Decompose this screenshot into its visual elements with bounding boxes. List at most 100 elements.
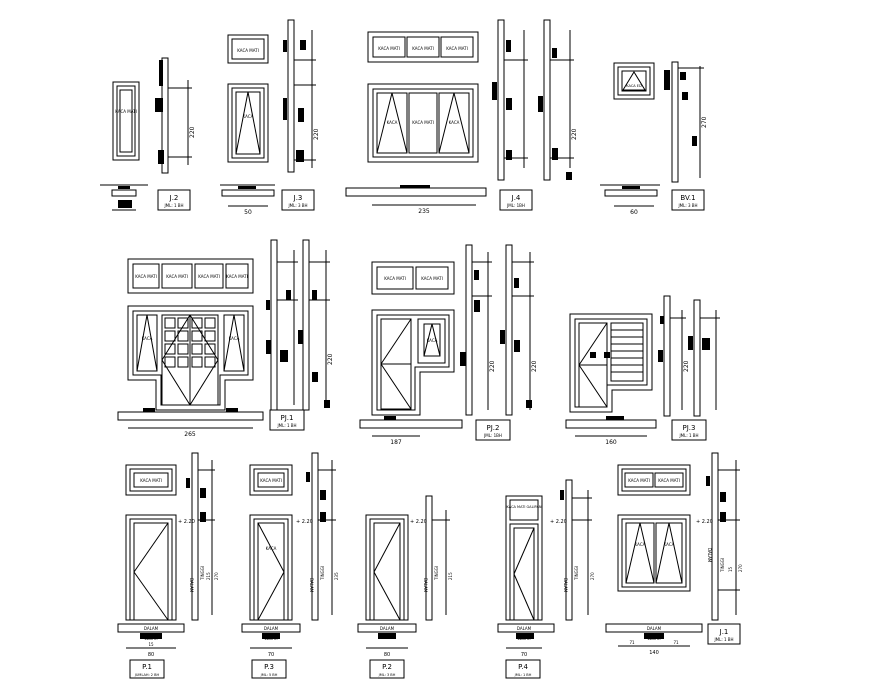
section-j4-a: [492, 19, 528, 181]
vent-bv1: KACA ED: [613, 62, 655, 100]
tag-code: P.2: [382, 663, 392, 671]
tag-code: J.1: [719, 628, 729, 636]
door-p4: KACA MATI GALIPAN: [505, 495, 543, 621]
glass-label: KACA MATI: [412, 46, 434, 51]
dim-height: 235: [334, 572, 339, 580]
dalam-label: DALAM: [144, 626, 159, 631]
tag-qty: JML: 1BH: [483, 433, 502, 438]
glass-label: KACA MATI: [237, 48, 259, 53]
glass-label: KACA: [266, 546, 277, 551]
tinggi-label: TINGGI: [320, 566, 325, 581]
dim-height: 270: [590, 572, 595, 580]
tag-code: P.1: [142, 663, 152, 671]
glass-label: KACA MATI: [378, 46, 400, 51]
plan-j1: DALAM LEBAR 71 71 140: [605, 623, 703, 656]
dalam-label: DALAM: [647, 626, 662, 631]
glass-label: KACA MATI: [135, 274, 157, 279]
glass-label: KACA MATI: [115, 109, 137, 114]
door-window-pj1: KACA MATI KACA MATI KACA MATI KACA MATI …: [127, 258, 254, 411]
tag-qty: JML: 3 BH: [677, 203, 697, 208]
section-j3: 220: [283, 19, 320, 173]
plan-j3: 50: [220, 184, 275, 216]
tag-pj2: PJ.2 JML: 1BH: [475, 419, 511, 441]
dim-220: 220: [571, 128, 578, 140]
window-j2: KACA MATI: [112, 81, 140, 161]
glass-label: KACA MATI: [628, 478, 650, 483]
dim-height: 15: [728, 566, 733, 572]
tinggi-label: TINGGI: [434, 566, 439, 581]
level-mark: + 2.20: [296, 519, 313, 525]
glass-label: KACA: [142, 336, 153, 341]
dalam-label: DALAM: [563, 578, 568, 593]
glass-label: KACA MATI: [421, 276, 443, 281]
dim-width: 70: [268, 652, 274, 658]
tag-bv1: BV.1 JML: 3 BH: [671, 189, 705, 211]
dim-width: 70: [521, 652, 527, 658]
tag-qty: JML: 5 BH: [260, 673, 278, 677]
tag-qty: JML: 1 BH: [678, 433, 698, 438]
glass-label: KACA: [664, 542, 675, 547]
dim-220: 220: [531, 360, 538, 372]
lebar-label: LEBAR: [264, 636, 277, 641]
plan-p4: DALAM LEBAR 70: [497, 623, 555, 658]
dalam-label: DALAM: [189, 578, 194, 593]
glass-label: KACA MATI: [198, 274, 220, 279]
tag-j1: J.1 JML: 1 BH: [707, 623, 741, 645]
plan-j2: [100, 184, 148, 211]
section-pj2-a: 220: [460, 244, 496, 416]
dim-height: 270: [738, 564, 743, 572]
section-p1: + 2.20 DALAM TINGGI 215 270: [178, 452, 219, 621]
section-p3: + 2.20 DALAM TINGGI 235: [296, 452, 339, 621]
dim-width: 140: [649, 650, 659, 656]
lebar-label: LEBAR: [647, 636, 660, 641]
glass-label: KACA MATI GALIPAN: [507, 505, 542, 509]
tag-j3: J.3 JML: 3 BH: [281, 189, 315, 211]
dalam-label: DALAM: [380, 626, 395, 631]
glass-label: KACA: [243, 114, 254, 119]
window-j4: KACA MATI KACA MATI KACA MATI KACA KACA …: [367, 31, 479, 163]
tag-p3: P.3 JML: 5 BH: [251, 659, 287, 679]
tag-code: PJ.1: [281, 414, 294, 422]
tag-qty: JML: 1 BH: [514, 673, 532, 677]
glass-label: KACA MATI: [260, 478, 282, 483]
level-mark: + 2.20: [410, 519, 427, 525]
glass-label: KACA MATI: [384, 276, 406, 281]
dim-width: 235: [418, 208, 430, 215]
tag-p2: P.2 JML: 3 BH: [369, 659, 405, 679]
dim-220: 220: [313, 128, 320, 140]
glass-label: KACA MATI: [412, 120, 434, 125]
dim-height: 270: [214, 572, 219, 580]
dim-width: 71: [673, 640, 679, 645]
tag-code: J.2: [169, 194, 179, 202]
glass-label: KACA: [635, 542, 646, 547]
dim-width: 265: [184, 431, 196, 438]
dim-220: 220: [683, 360, 690, 372]
dim-width: 71: [629, 640, 635, 645]
lebar-label: LEBAR: [517, 636, 530, 641]
glass-label: KACA MATI: [446, 46, 468, 51]
section-j2: 220: [155, 57, 196, 174]
tag-p1: P.1 JUMLAH: 2 BH: [129, 659, 165, 679]
tag-j4: J.4 JML: 1BH: [499, 189, 533, 211]
section-p4: + 2.20 DALAM TINGGI 270: [550, 479, 595, 621]
plan-bv1: 60: [600, 184, 660, 216]
tag-p4: P.4 JML: 1 BH: [505, 659, 541, 679]
door-p2: [365, 514, 409, 621]
glass-label: KACA: [387, 120, 398, 125]
glass-label: KACA MATI: [140, 478, 162, 483]
dalam-label: DALAM: [264, 626, 279, 631]
level-mark: + 2.20: [178, 519, 195, 525]
plan-j4: 235: [345, 185, 487, 215]
glass-label: KACA ED: [626, 84, 642, 88]
section-bv1: 270: [664, 61, 708, 183]
level-mark: + 2.20: [550, 519, 567, 525]
plan-pj3: 160: [565, 416, 657, 446]
window-j3: KACA MATI KACA: [227, 34, 269, 163]
dim-220: 220: [189, 126, 196, 138]
dim-220: 220: [327, 353, 334, 365]
glass-label: KACA MATI: [226, 274, 248, 279]
level-mark: + 2.20: [696, 519, 713, 525]
tinggi-label: TINGGI: [574, 566, 579, 581]
tag-code: J.3: [293, 194, 303, 202]
